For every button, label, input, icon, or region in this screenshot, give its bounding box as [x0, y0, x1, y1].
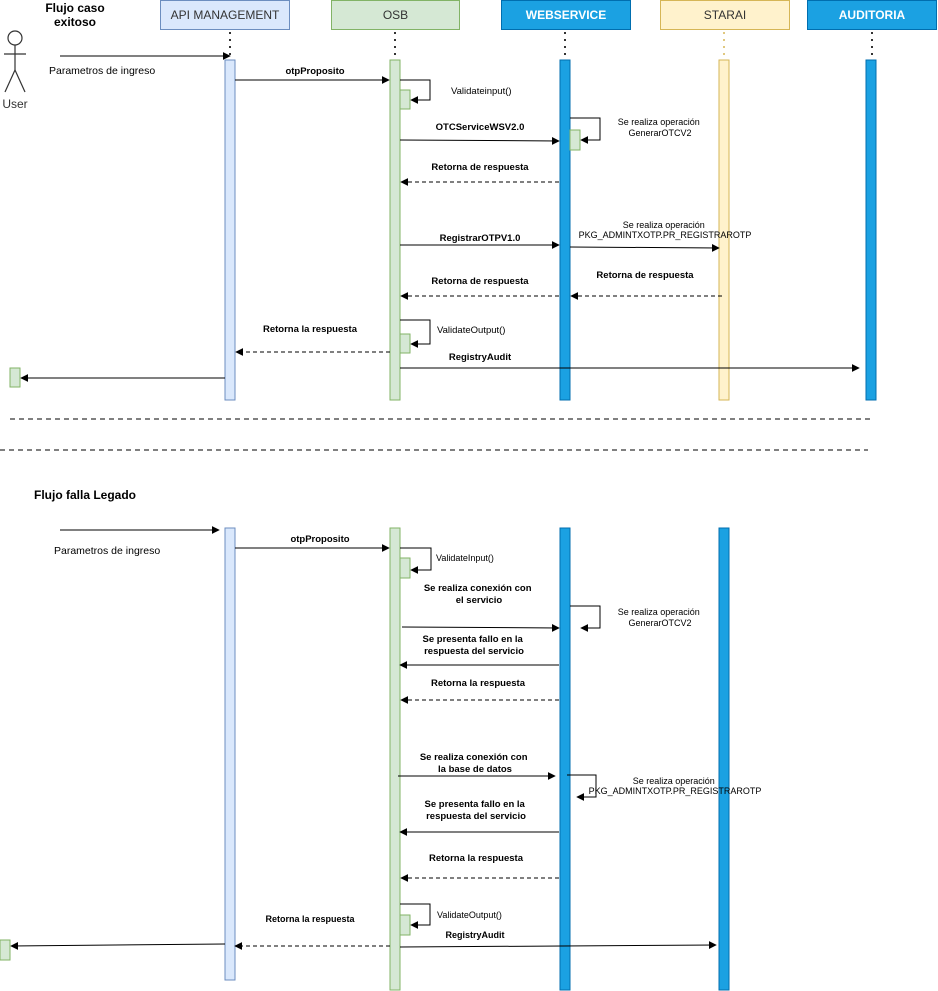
msg-label-registrar: RegistrarOTPV1.0 [440, 233, 521, 244]
activation-osb-2 [389, 527, 401, 991]
msg-label-otcservice: OTCServiceWSV2.0 [436, 122, 525, 133]
msg-label-generar-2-text-2: GenerarOTCV2 [628, 618, 691, 628]
msg-label-otp: otpProposito [285, 66, 344, 77]
user-actor-icon [4, 30, 26, 93]
user-activation-1 [9, 367, 21, 388]
msg-label-params-2: Parametros de ingreso [54, 545, 160, 557]
msg-label-registry-2: RegistryAudit [445, 930, 504, 940]
self-call-box [399, 89, 411, 110]
self-call-box [399, 557, 411, 579]
msg-label-conexion-servicio: Se realiza conexión con el servicio [424, 583, 534, 606]
section-title-failure: Flujo falla Legado [34, 488, 137, 502]
arrow-validate-output-1 [400, 319, 431, 348]
section-title-success: Flujo caso exitoso [45, 1, 105, 29]
participant-label: WEBSERVICE [525, 8, 607, 22]
activation-ws-1 [559, 59, 571, 401]
arrow-generar-2 [570, 605, 601, 632]
activation-api-1 [224, 59, 236, 401]
msg-label-pkg-2-text-2: PKG_ADMINTXOTP.PR_REGISTRAROTP [589, 786, 762, 796]
participant-label: AUDITORIA [838, 8, 906, 22]
activation-api-2 [224, 527, 236, 981]
activation-starai-1 [718, 59, 730, 401]
msg-label-params: Parametros de ingreso [49, 65, 155, 77]
msg-label-retorna-la: Retorna la respuesta [263, 324, 358, 335]
msg-label-retorna-2: Retorna de respuesta [431, 276, 529, 287]
msg-label-conexion-servicio-text: Se realiza conexión con [424, 583, 532, 594]
arrow-otcservice-1 [399, 136, 560, 145]
msg-label-generar-text: Se realiza operación [618, 117, 700, 127]
msg-label-pkg-2-text: Se realiza operación [633, 776, 715, 786]
msg-label-conexion-bd-text-2: la base de datos [438, 764, 512, 775]
msg-label-pkg: Se realiza operación PKG_ADMINTXOTP.PR_R… [579, 220, 752, 240]
arrow-pkg-2 [567, 774, 597, 801]
msg-label-fallo-2-text: Se presenta fallo en la [425, 799, 526, 810]
self-call-box [399, 333, 411, 354]
user-activation-2 [0, 939, 11, 961]
arrow-validate-output-2 [400, 903, 431, 929]
arrow-validate-input-2 [400, 547, 432, 574]
msg-label-validate-output-2: ValidateOutput() [437, 910, 502, 920]
msg-label-retorna-3: Retorna de respuesta [596, 270, 694, 281]
participant-api-management: API MANAGEMENT [160, 0, 290, 30]
msg-label-generar-2-text: Se realiza operación [618, 607, 700, 617]
msg-label-generar: Se realiza operación GenerarOTCV2 [618, 117, 703, 138]
msg-label-generar-2: Se realiza operación GenerarOTCV2 [618, 607, 703, 628]
msg-label-fallo-2: Se presenta fallo en la respuesta del se… [425, 799, 528, 822]
arrow-conexion-servicio [401, 623, 560, 632]
arrow-validate-input-1 [400, 79, 431, 104]
msg-label-retorna-2-1: Retorna la respuesta [431, 678, 526, 689]
participant-label: OSB [382, 8, 409, 22]
user-actor-label: User [2, 97, 27, 111]
msg-label-retorna-2-2: Retorna la respuesta [429, 853, 524, 864]
arrow-registry-2 [399, 941, 717, 950]
msg-label-conexion-bd: Se realiza conexión con la base de datos [420, 752, 530, 775]
participant-auditoria: AUDITORIA [807, 0, 937, 30]
participant-label: STARAI [703, 8, 747, 22]
participant-starai: STARAI [660, 0, 790, 30]
activation-starai-2 [718, 527, 730, 991]
msg-label-pkg-2: Se realiza operación PKG_ADMINTXOTP.PR_R… [589, 776, 762, 796]
msg-label-pkg-text: Se realiza operación [623, 220, 705, 230]
msg-label-fallo-1: Se presenta fallo en la respuesta del se… [423, 634, 526, 657]
msg-label-fallo-1-text: Se presenta fallo en la [423, 634, 524, 645]
msg-label-otp-2: otpProposito [290, 534, 349, 545]
arrow-pkg-1 [569, 243, 720, 252]
activation-osb-1 [389, 59, 401, 401]
participant-webservice: WEBSERVICE [501, 0, 631, 30]
msg-label-validate-input: Validateinput() [451, 86, 512, 97]
self-call-box [569, 129, 581, 151]
msg-label-validate-input-2: ValidateInput() [436, 553, 494, 563]
arrow-generar-1 [570, 117, 601, 144]
msg-label-registry: RegistryAudit [449, 352, 512, 363]
lifeline-stubs [229, 32, 873, 60]
msg-label-pkg-text-2: PKG_ADMINTXOTP.PR_REGISTRAROTP [579, 230, 752, 240]
msg-label-conexion-bd-text: Se realiza conexión con [420, 752, 528, 763]
activation-ws-2 [559, 527, 571, 991]
msg-label-retorna-1: Retorna de respuesta [431, 162, 529, 173]
msg-label-retorna-la-2: Retorna la respuesta [265, 914, 355, 924]
activation-auditoria-1 [865, 59, 877, 401]
msg-label-conexion-servicio-text-2: el servicio [456, 595, 503, 606]
self-call-box [399, 914, 411, 936]
msg-label-fallo-1-text-2: respuesta del servicio [424, 646, 524, 657]
arrow-response-user-2 [10, 941, 226, 950]
msg-label-generar-text-2: GenerarOTCV2 [628, 128, 691, 138]
msg-label-fallo-2-text-2: respuesta del servicio [426, 811, 526, 822]
msg-label-validate-output: ValidateOutput() [437, 325, 505, 336]
participant-label: API MANAGEMENT [170, 8, 280, 22]
participant-osb: OSB [331, 0, 460, 30]
